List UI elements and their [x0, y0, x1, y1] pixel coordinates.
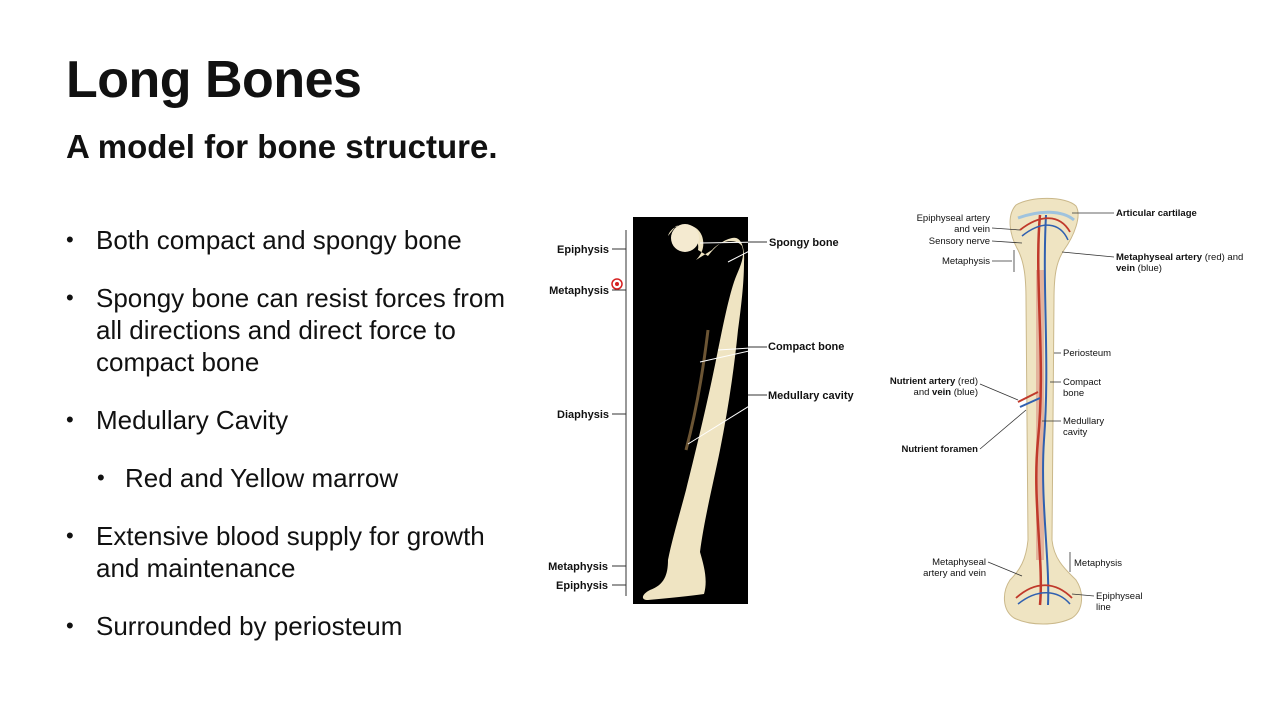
bullet-item: • Spongy bone can resist forces from all…: [66, 282, 526, 378]
bullet-dot-icon: •: [66, 523, 74, 548]
label-nutrient-artery-line2: and vein (blue): [914, 387, 978, 398]
bullet-dot-icon: •: [66, 407, 74, 432]
label-epiphyseal-artery-line1: Epiphyseal artery: [917, 213, 991, 224]
bullet-dot-icon: •: [66, 227, 74, 252]
label-medullary-line1: Medullary: [1063, 416, 1104, 427]
label-epiphyseal-line-line2: line: [1096, 602, 1111, 613]
label-spongy-bone: Spongy bone: [769, 237, 839, 249]
bullet-text: Red and Yellow marrow: [125, 463, 399, 493]
label-articular-cartilage: Articular cartilage: [1116, 208, 1197, 219]
bullet-item: • Extensive blood supply for growth and …: [66, 520, 526, 584]
label-periosteum: Periosteum: [1063, 348, 1111, 359]
bone-anatomy-diagram: Epiphyseal artery and vein Sensory nerve…: [890, 197, 1243, 625]
label-metaphysis-diagram-right: Metaphysis: [1074, 558, 1122, 569]
label-medullary-line2: cavity: [1063, 427, 1088, 438]
label-metaphyseal-artery-right-line2: vein (blue): [1116, 263, 1162, 274]
bone-diagram-image: [1004, 197, 1082, 625]
label-metaphyseal-artery-right-line1: Metaphyseal artery (red) and: [1116, 252, 1243, 263]
label-compact-bone-line2: bone: [1063, 388, 1084, 399]
bullet-dot-icon: •: [97, 465, 105, 490]
bullet-text: Both compact and spongy bone: [96, 225, 462, 255]
bullet-dot-icon: •: [66, 613, 74, 638]
label-compact-bone-line1: Compact: [1063, 377, 1101, 388]
label-nutrient-foramen: Nutrient foramen: [901, 444, 978, 455]
label-epiphyseal-line-line1: Epiphyseal: [1096, 591, 1142, 602]
label-epiphysis-bottom: Epiphysis: [556, 580, 608, 592]
bullet-dot-icon: •: [66, 285, 74, 310]
label-epiphyseal-artery-line2: and vein: [954, 224, 990, 235]
label-diaphysis: Diaphysis: [557, 409, 609, 421]
slide-subtitle: A model for bone structure.: [66, 128, 498, 165]
cursor-marker-icon: [611, 278, 623, 290]
femur-bone-image: [642, 224, 745, 600]
bullet-item: • Medullary Cavity: [66, 404, 526, 436]
sub-bullet-item: • Red and Yellow marrow: [66, 462, 526, 494]
label-sensory-nerve: Sensory nerve: [929, 236, 990, 247]
bullet-text: Surrounded by periosteum: [96, 611, 403, 641]
label-epiphysis-top: Epiphysis: [557, 244, 609, 256]
bullet-text: Medullary Cavity: [96, 405, 289, 435]
label-compact-bone: Compact bone: [768, 341, 844, 353]
bullet-list: • Both compact and spongy bone • Spongy …: [66, 224, 526, 668]
label-nutrient-artery-line1: Nutrient artery (red): [890, 376, 978, 387]
bullet-text: Extensive blood supply for growth and ma…: [96, 521, 485, 583]
femur-photo-figure: Epiphysis Metaphysis Diaphysis Metaphysi…: [548, 217, 854, 604]
label-medullary-cavity: Medullary cavity: [768, 390, 854, 402]
label-metaphysis-bottom: Metaphysis: [548, 561, 608, 573]
label-metaphysis-top: Metaphysis: [549, 285, 609, 297]
bullet-text: Spongy bone can resist forces from all d…: [96, 283, 505, 377]
bullet-item: • Both compact and spongy bone: [66, 224, 526, 256]
slide-title: Long Bones: [66, 51, 362, 109]
label-metaphyseal-artery-line1: Metaphyseal: [932, 557, 986, 568]
label-metaphysis-diagram-left: Metaphysis: [942, 256, 990, 267]
bullet-item: • Surrounded by periosteum: [66, 610, 526, 642]
label-metaphyseal-artery-line2: artery and vein: [923, 568, 986, 579]
